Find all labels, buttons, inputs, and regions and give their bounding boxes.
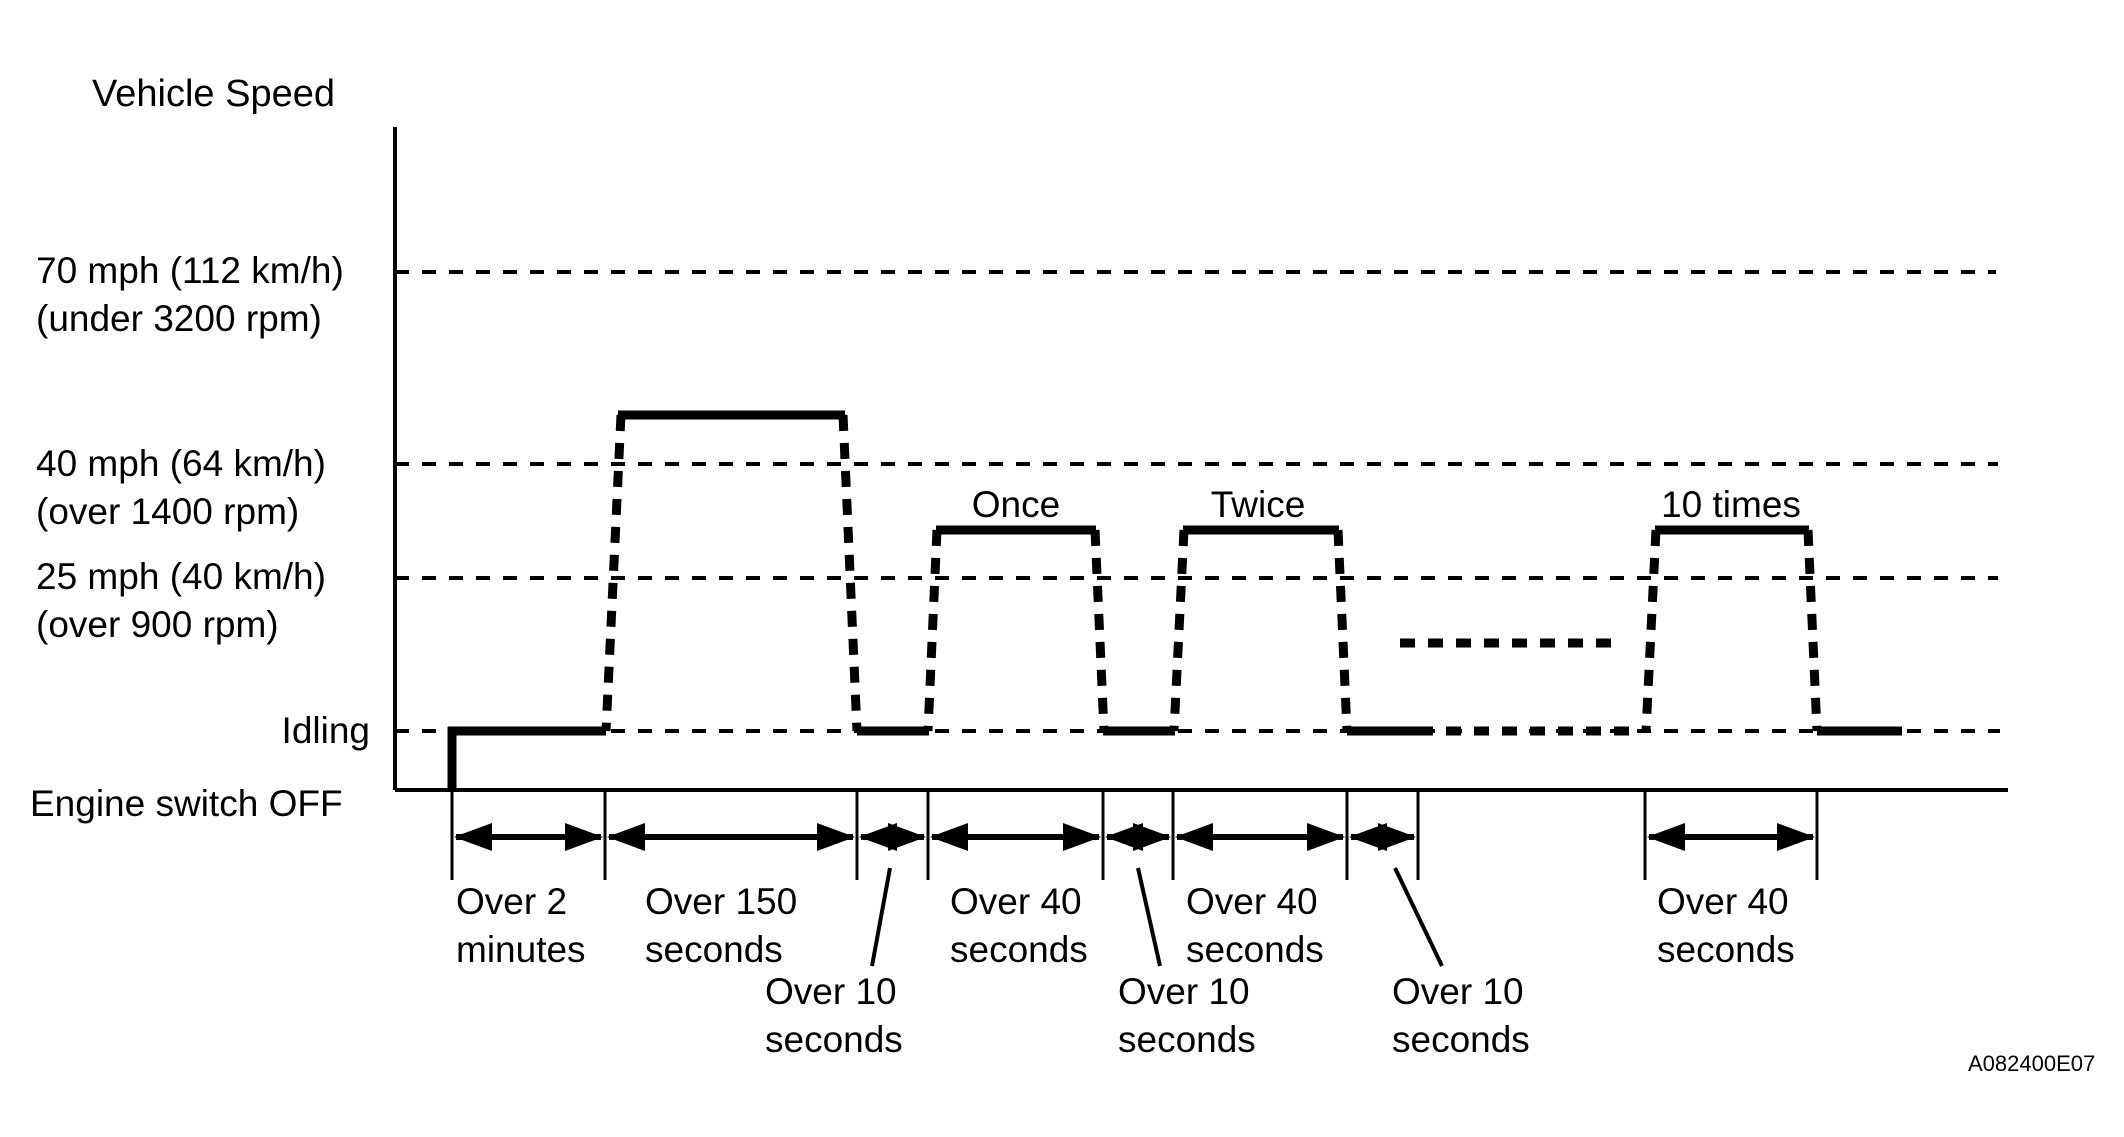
duration-line: minutes <box>456 929 586 970</box>
interval-arrowhead-right <box>888 823 926 851</box>
interval-arrowhead-right <box>1307 823 1345 851</box>
speed-trace-transition <box>601 414 626 732</box>
duration-line: seconds <box>1118 1019 1256 1060</box>
duration-over-10-seconds-2: Over 10 seconds <box>1118 968 1256 1064</box>
duration-line: seconds <box>1186 929 1324 970</box>
duration-line: Over 40 <box>950 881 1082 922</box>
interval-arrowhead-left <box>930 823 968 851</box>
duration-over-10-seconds-1: Over 10 seconds <box>765 968 903 1064</box>
speed-label-70mph-line2: (under 3200 rpm) <box>36 298 322 339</box>
speed-label-25mph-line1: 25 mph (40 km/h) <box>36 556 326 597</box>
interval-arrowhead-right <box>1777 823 1815 851</box>
interval-arrowhead-right <box>1133 823 1171 851</box>
duration-line: Over 40 <box>1186 881 1318 922</box>
speed-trace-transition <box>1169 529 1189 732</box>
duration-over-150-seconds: Over 150 seconds <box>645 878 797 974</box>
duration-over-40-seconds-1: Over 40 seconds <box>950 878 1088 974</box>
duration-line: seconds <box>645 929 783 970</box>
duration-over-40-seconds-2: Over 40 seconds <box>1186 878 1324 974</box>
speed-label-40mph: 40 mph (64 km/h) (over 1400 rpm) <box>36 440 326 536</box>
duration-line: seconds <box>950 929 1088 970</box>
interval-arrowhead-left <box>607 823 645 851</box>
speed-trace-transition <box>1090 529 1109 732</box>
speed-label-25mph: 25 mph (40 km/h) (over 900 rpm) <box>36 553 326 649</box>
duration-line: Over 150 <box>645 881 798 922</box>
duration-line: seconds <box>1657 929 1795 970</box>
interval-arrowhead-right <box>1378 823 1416 851</box>
speed-label-25mph-line2: (over 900 rpm) <box>36 604 279 645</box>
interval-arrowhead-left <box>1647 823 1685 851</box>
speed-trace-transition <box>838 414 862 732</box>
interval-arrowhead-right <box>1063 823 1101 851</box>
speed-trace-transition <box>1333 529 1352 732</box>
engine-switch-off-label: Engine switch OFF <box>30 783 343 824</box>
leader-line <box>1393 867 1444 967</box>
pulse-label-once: Once <box>971 484 1061 525</box>
speed-label-70mph-line1: 70 mph (112 km/h) <box>36 250 344 291</box>
speed-label-40mph-line2: (over 1400 rpm) <box>36 491 300 532</box>
duration-line: seconds <box>1392 1019 1530 1060</box>
speed-label-70mph: 70 mph (112 km/h) (under 3200 rpm) <box>36 247 344 343</box>
interval-arrowhead-left <box>859 823 897 851</box>
interval-arrowhead-right <box>817 823 855 851</box>
duration-over-10-seconds-3: Over 10 seconds <box>1392 968 1530 1064</box>
duration-line: seconds <box>765 1019 903 1060</box>
speed-trace-transition <box>1803 529 1822 732</box>
interval-arrowhead-left <box>1349 823 1387 851</box>
figure-code: A082400E07 <box>1968 1051 2096 1076</box>
interval-arrowhead-right <box>565 823 603 851</box>
interval-arrowhead-left <box>454 823 492 851</box>
duration-line: Over 40 <box>1657 881 1789 922</box>
duration-over-2-minutes: Over 2 minutes <box>456 878 586 974</box>
interval-arrowhead-left <box>1175 823 1213 851</box>
pulse-label-10-times: 10 times <box>1661 484 1801 525</box>
duration-over-40-seconds-3: Over 40 seconds <box>1657 878 1795 974</box>
y-axis-title: Vehicle Speed <box>92 73 335 115</box>
speed-trace-transition <box>1641 529 1661 732</box>
duration-line: Over 2 <box>456 881 568 922</box>
speed-label-40mph-line1: 40 mph (64 km/h) <box>36 443 326 484</box>
idling-label: Idling <box>281 710 370 751</box>
pulse-label-twice: Twice <box>1210 484 1306 525</box>
leader-line <box>870 867 892 967</box>
duration-line: Over 10 <box>1392 971 1524 1012</box>
duration-line: Over 10 <box>1118 971 1250 1012</box>
leader-line <box>1136 867 1162 967</box>
speed-trace-transition <box>923 529 942 732</box>
duration-line: Over 10 <box>765 971 897 1012</box>
